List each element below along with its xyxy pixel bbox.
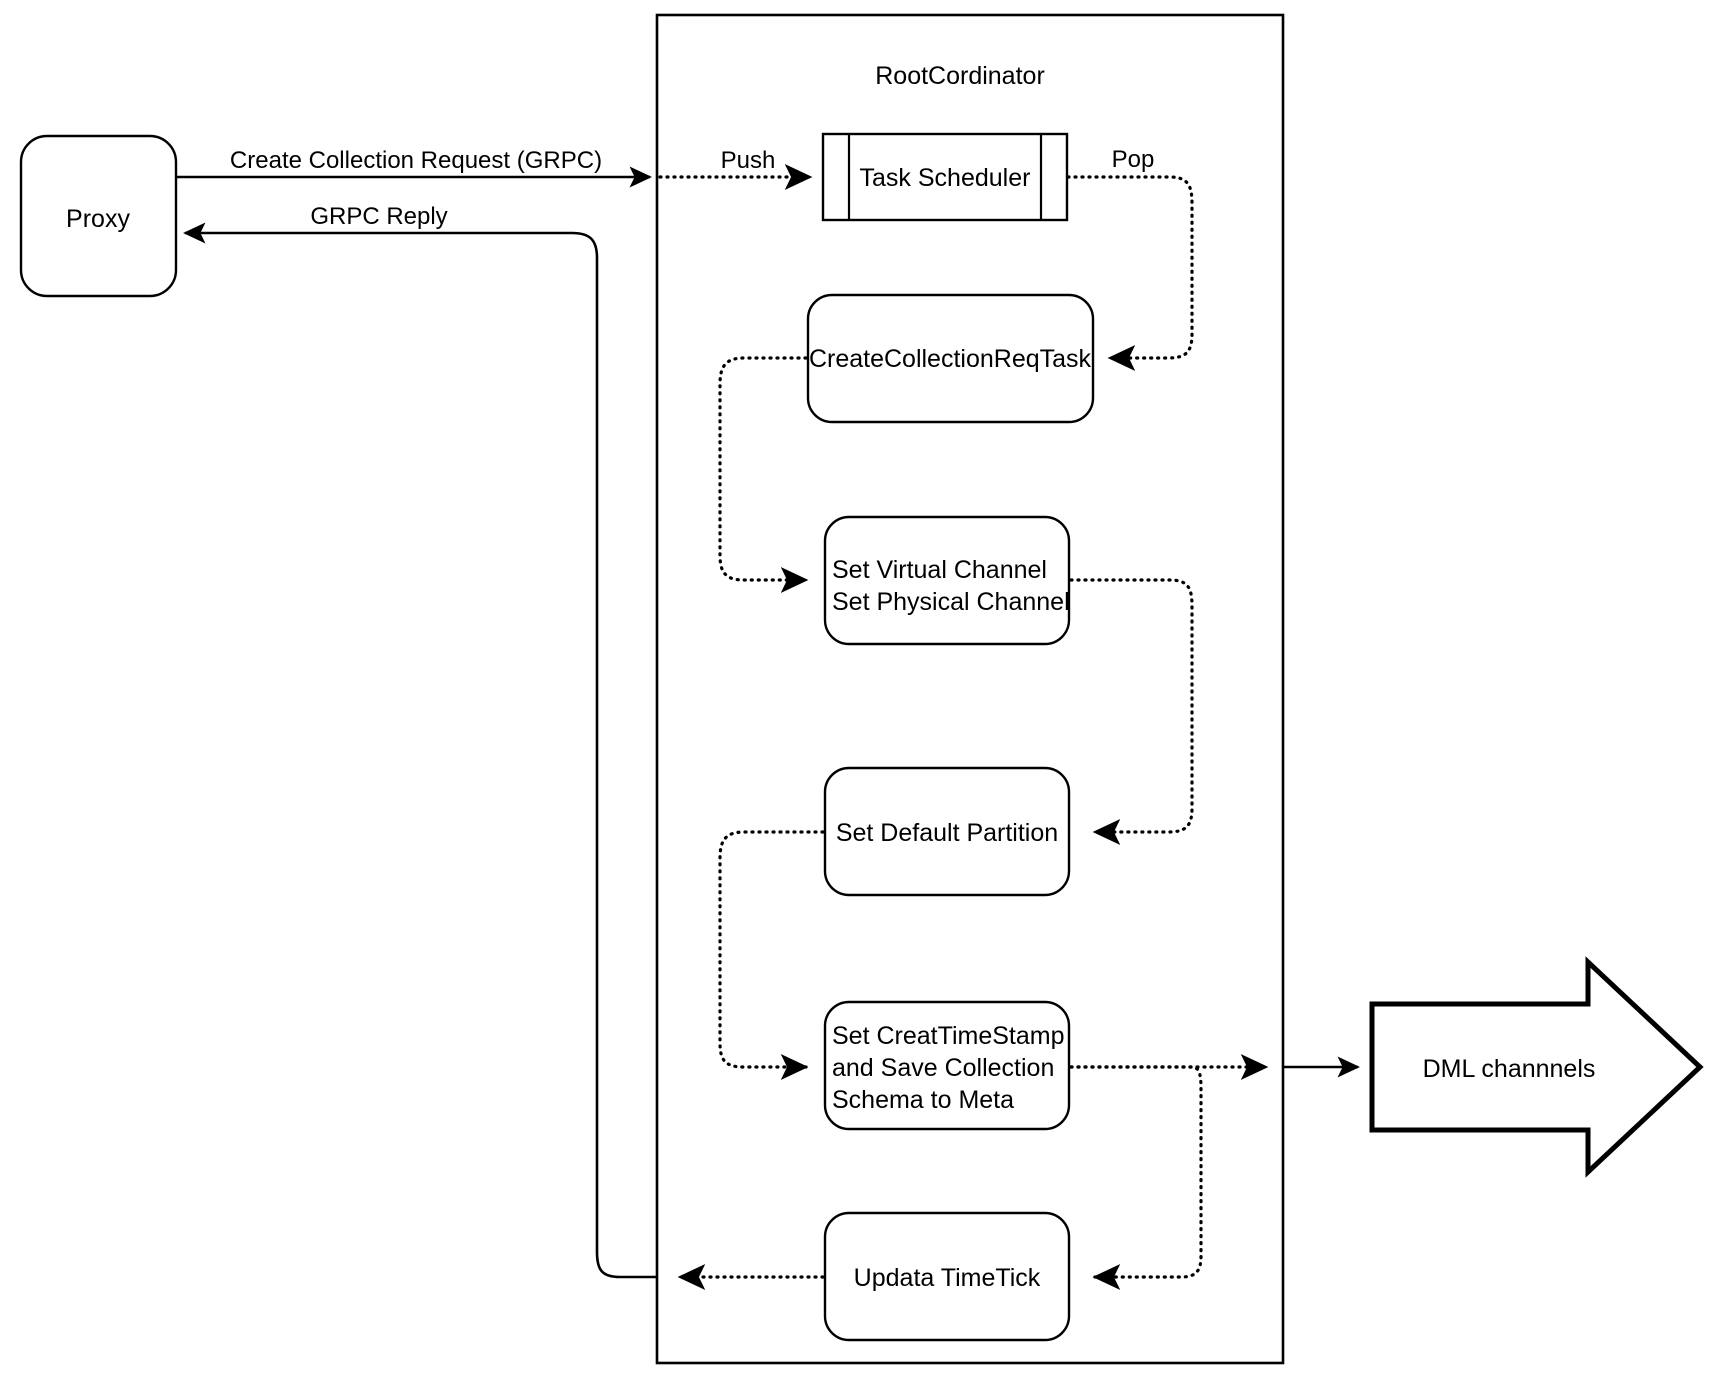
node-set-create-timestamp-label-line2: and Save Collection [832,1054,1054,1082]
edge-pop [1066,175,1194,371]
node-set-channels-label-line2: Set Physical Channel [832,588,1070,616]
node-set-create-timestamp-label-line3: Schema to Meta [832,1086,1014,1114]
node-create-collection-req-task[interactable] [806,293,1095,424]
node-set-default-partition[interactable] [823,766,1071,897]
edge-label-grpc-reply: GRPC Reply [310,203,447,230]
edge-task-to-set-channels [718,356,809,593]
edge-label-push: Push [721,147,776,174]
rootcordinator-title: RootCordinator [875,62,1045,90]
node-set-channels-label-line1: Set Virtual Channel [832,556,1047,584]
node-dml-channels-label: DML channnels [1423,1055,1596,1083]
node-proxy-label: Proxy [66,205,130,233]
edge-label-create-collection-request: Create Collection Request (GRPC) [230,147,602,174]
edge-label-pop: Pop [1112,146,1155,173]
node-update-timetick-label: Updata TimeTick [854,1264,1041,1292]
node-set-default-partition-label: Set Default Partition [836,819,1058,847]
edge-timestamp-to-update-timetick [1069,1065,1203,1290]
rootcordinator-container [655,13,1285,1365]
node-proxy[interactable] [19,134,178,298]
edge-partition-to-timestamp [718,830,825,1080]
node-dml-channels[interactable] [1369,956,1704,1178]
node-task-scheduler-label: Task Scheduler [860,164,1031,192]
edge-channels-to-default-partition [1069,578,1194,845]
node-create-collection-req-task-label: CreateCollectionReqTask [809,345,1092,373]
edge-grpc-reply [183,222,657,1279]
node-set-channels[interactable] [823,515,1071,646]
node-set-create-timestamp[interactable] [823,1000,1071,1131]
node-task-scheduler[interactable] [821,132,1069,222]
node-set-create-timestamp-label-line1: Set CreatTimeStamp [832,1022,1064,1050]
node-update-timetick[interactable] [823,1211,1071,1342]
